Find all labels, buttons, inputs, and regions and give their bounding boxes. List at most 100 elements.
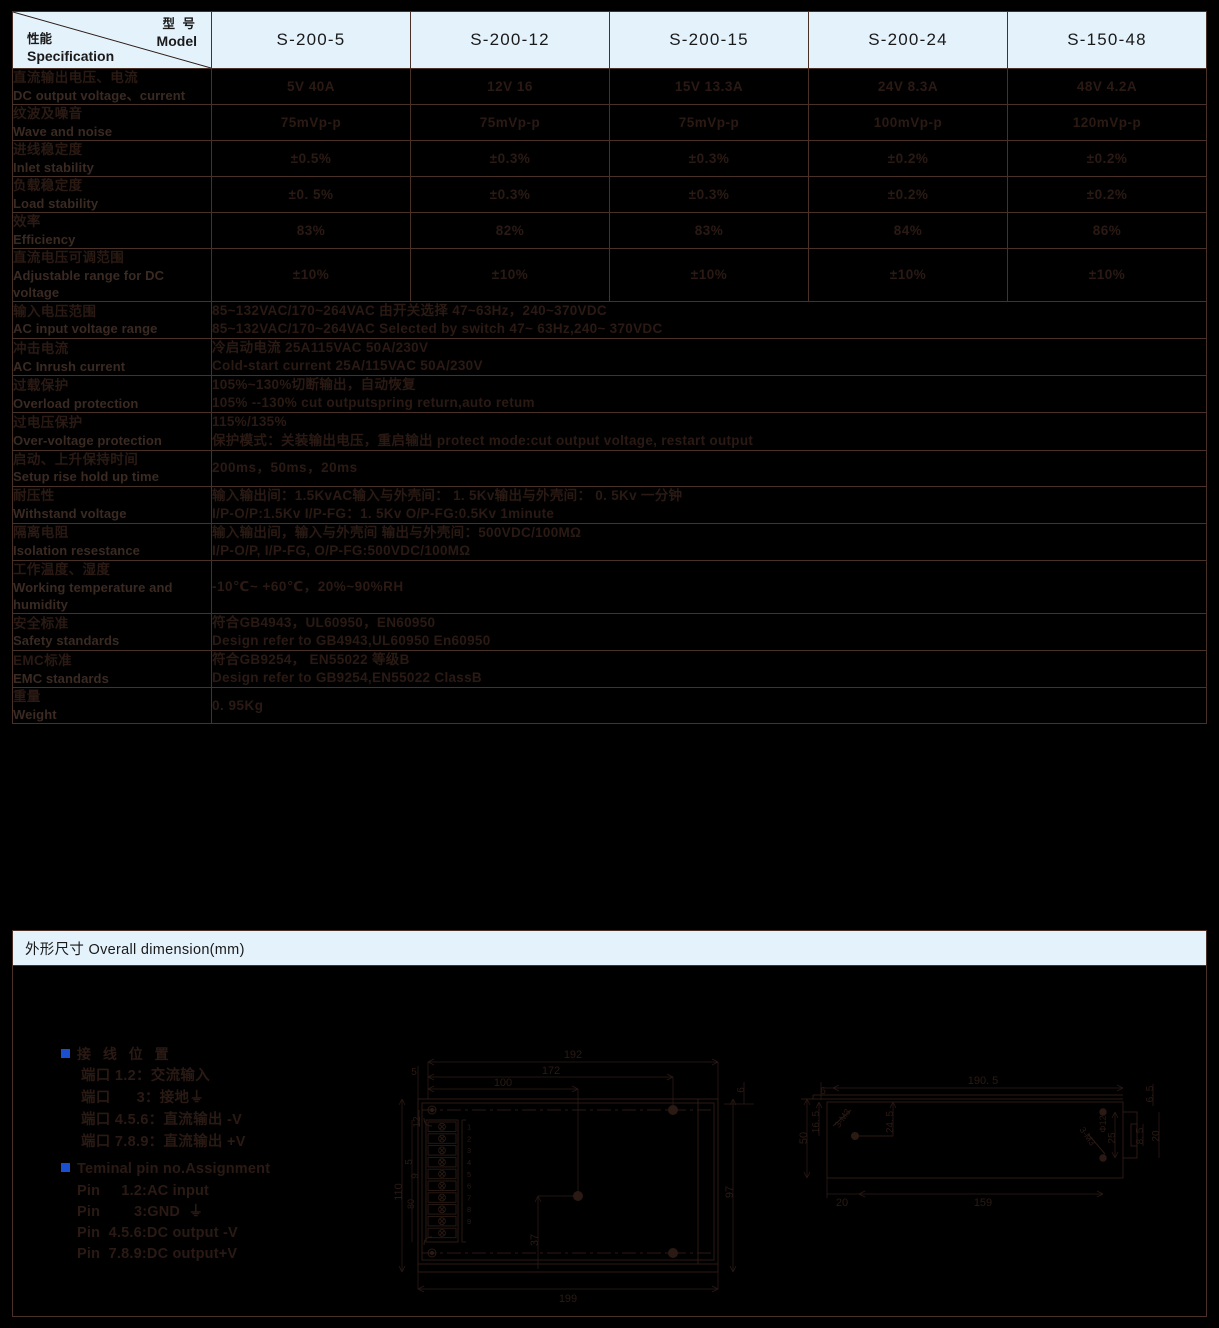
- bullet-square-icon: [61, 1049, 70, 1058]
- pin-row-en-2: Pin 3:GND ⏚: [77, 1203, 204, 1220]
- spec-merged-line-2: Cold-start current 25A/115VAC 50A/230V: [212, 358, 483, 374]
- spec-label-cn: 启动、上升保持时间: [13, 451, 139, 467]
- spec-label-cn: 隔离电阻: [13, 525, 69, 541]
- spec-merged-line-2: 保护模式：关装输出电压，重启输出 protect mode:cut output…: [212, 432, 754, 448]
- spec-label-en: DC output voltage、current: [13, 87, 186, 103]
- terminal-number-3: 3: [467, 1146, 471, 1155]
- dim-6-sv: 6: [820, 1086, 826, 1097]
- spec-label-en: Load stability: [13, 195, 99, 211]
- spec-value-cell: ±10%: [609, 247, 809, 302]
- spec-value-cell: ±0.3%: [609, 139, 809, 177]
- pin-row-cn-4: 端口 7.8.9：直流输出 +V: [81, 1134, 246, 1151]
- spec-merged-line-1: 输入输出间，输入与外壳间 输出与外壳间：500VDC/100MΩ: [212, 524, 582, 540]
- spec-value-cell: 83%: [211, 211, 411, 249]
- overall-dimension-section: 外形尺寸 Overall dimension(mm) 接 线 位 置 端口 1.…: [12, 930, 1207, 1317]
- pin-row-cn-2: 端口 3：接地⏚: [81, 1090, 205, 1107]
- spec-label-cn: 重量: [13, 689, 41, 705]
- dim-199: 199: [559, 1293, 577, 1304]
- dim-24-5: 24. 5: [885, 1110, 896, 1133]
- spec-merged-line-2: I/P-O/P:1.5Kv I/P-FG：1. 5Kv O/P-FG:0.5Kv…: [212, 505, 555, 521]
- dim-80: 80: [406, 1199, 416, 1209]
- spec-merged-line-1: 输入输出间：1.5KvAC输入与外壳间： 1. 5Kv输出与外壳间： 0. 5K…: [212, 487, 683, 503]
- spec-label-en: AC Inrush current: [13, 358, 126, 374]
- spec-label-en: Weight: [13, 707, 57, 723]
- spec-label-cn: 安全标准: [13, 615, 69, 631]
- dim-172: 172: [542, 1065, 560, 1077]
- dim-5-top: 5: [411, 1067, 417, 1078]
- spec-label-cn: 工作温度、湿度: [13, 561, 111, 577]
- spec-merged-value: 符合GB9254， EN55022 等级B Design refer to GB…: [211, 650, 1207, 689]
- spec-row-merged: 启动、上升保持时间 Setup rise hold up time 200ms，50…: [12, 449, 1207, 487]
- dim-97: 97: [724, 1186, 736, 1198]
- spec-label-cn: 过电压保护: [13, 415, 83, 431]
- spec-merged-line-2: I/P-O/P, I/P-FG, O/P-FG:500VDC/100MΩ: [212, 542, 471, 558]
- spec-row-merged: 安全标准 Safety standards 符合GB4943，UL60950，EN6…: [12, 612, 1207, 652]
- dim-159: 159: [974, 1197, 992, 1209]
- spec-label-en: AC input voltage range: [13, 321, 158, 337]
- spec-label-en: Inlet stability: [13, 159, 94, 175]
- dim-100: 100: [494, 1077, 512, 1089]
- pin-row-cn-3: 端口 4.5.6：直流输出 -V: [81, 1112, 243, 1129]
- pin-row-en-3: Pin 4.5.6:DC output -V: [77, 1224, 238, 1241]
- spec-label-en: Safety standards: [13, 633, 120, 649]
- dim-16-5: 16. 5: [811, 1110, 822, 1133]
- spec-merged-value: 115%/135%保护模式：关装输出电压，重启输出 protect mode:c…: [211, 412, 1207, 451]
- spec-value-cell: ±0. 5%: [211, 175, 411, 213]
- pin-row-en-1: Pin 1.2:AC input: [77, 1182, 210, 1199]
- spec-merged-line: 200ms，50ms，20ms: [212, 460, 358, 476]
- spec-label-en: Setup rise hold up time: [13, 469, 160, 485]
- terminal-number-4: 4: [467, 1158, 471, 1167]
- spec-value-cell: 75mVp-p: [609, 103, 809, 141]
- corner-spec-cn: 性能: [27, 31, 53, 46]
- spec-value-cell: ±0.2%: [808, 175, 1008, 213]
- spec-value-cell: 75mVp-p: [410, 103, 610, 141]
- spec-value-cell: 75mVp-p: [211, 103, 411, 141]
- spec-value-cell: 84%: [808, 211, 1008, 249]
- spec-label-cn: 过载保护: [13, 377, 69, 393]
- spec-label-en: Adjustable range for DC voltage: [13, 267, 165, 300]
- spec-value-cell: 82%: [410, 211, 610, 249]
- terminal-number-9: 9: [467, 1217, 471, 1226]
- terminal-number-8: 8: [467, 1205, 471, 1214]
- spec-value-cell: 100mVp-p: [808, 103, 1008, 141]
- spec-merged-value: -10℃~ +60℃，20%~90%RH: [211, 559, 1207, 615]
- note-m3-right: 3-M3: [1077, 1125, 1097, 1148]
- spec-merged-line-1: 符合GB4943，UL60950，EN60950: [212, 615, 436, 630]
- pin-assignment-en-title: Teminal pin no.Assignment: [77, 1161, 271, 1178]
- spec-merged-line-1: 85~132VAC/170~264VAC 由开关选择 47~63Hz，240~3…: [212, 302, 607, 318]
- pin-assignment-cn-title: 接 线 位 置: [77, 1046, 173, 1062]
- spec-merged-line-1: 符合GB9254， EN55022 等级B: [212, 652, 410, 668]
- spec-value-cell: 5V 40A: [211, 68, 411, 105]
- spec-label-en: Withstand voltage: [13, 505, 127, 521]
- note-m3-left: 3-M3: [833, 1107, 853, 1130]
- spec-row-label: 安全标准 Safety standards: [12, 612, 212, 652]
- corner-model-en: Model: [156, 32, 197, 49]
- spec-merged-line-2: Design refer to GB4943,UL60950 En60950: [212, 633, 491, 649]
- corner-model-cn: 型 号: [162, 17, 197, 31]
- dim-9: 9: [410, 1173, 421, 1179]
- dim-110: 110: [393, 1183, 405, 1201]
- spec-merged-value: 85~132VAC/170~264VAC 由开关选择 47~63Hz，240~3…: [211, 300, 1207, 340]
